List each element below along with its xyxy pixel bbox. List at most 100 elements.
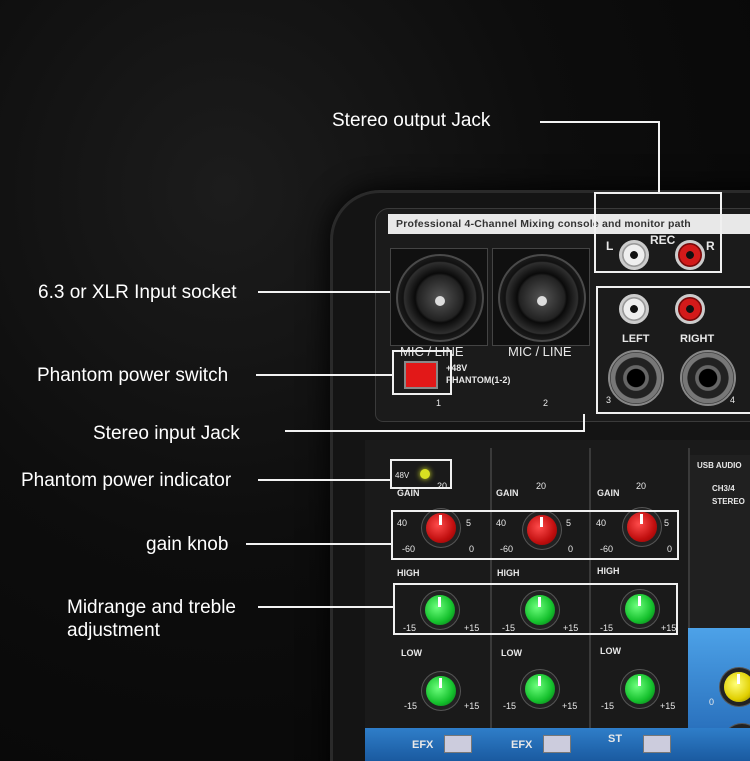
gain-knob-1[interactable] (426, 513, 456, 543)
input-socket-line (258, 291, 390, 293)
xlr-input-socket-2[interactable] (498, 254, 586, 342)
efx-label-2: EFX (511, 739, 533, 751)
channel-divider-1 (490, 448, 492, 748)
low-max-2: +15 (562, 701, 578, 711)
low-max-1: +15 (464, 701, 480, 711)
gain-knob-line (246, 543, 391, 545)
efx-button-1[interactable] (444, 735, 472, 753)
gain-max-2: 20 (536, 481, 547, 491)
efx-button-2[interactable] (543, 735, 571, 753)
gain-m60-3: -60 (600, 544, 614, 554)
header-text: Professional 4-Channel Mixing console an… (396, 218, 691, 230)
stereo-input-label: Stereo input Jack (93, 423, 240, 444)
phantom-power-led (420, 469, 430, 479)
st-label: ST (608, 733, 623, 745)
low-min-1: -15 (404, 701, 418, 711)
gain-m60-1: -60 (402, 544, 416, 554)
phantom-switch-label: Phantom power switch (37, 365, 229, 386)
phantom-indicator-line (258, 479, 390, 481)
gain-knob-2[interactable] (527, 515, 557, 545)
stereo-input-line-h (285, 430, 585, 432)
gain-0-1: 0 (469, 544, 475, 554)
phantom-indicator-label: Phantom power indicator (21, 470, 232, 491)
stereo-in-right-rca[interactable] (675, 294, 705, 324)
stereo-output-line-h (540, 121, 660, 123)
stereo-input-line-v (583, 414, 585, 432)
channel-divider-2 (589, 448, 591, 748)
gain-5-2: 5 (566, 518, 572, 528)
led-48v-label: 48V (395, 471, 410, 480)
phantom-48v-label: +48V (446, 363, 468, 373)
stereo-in-left-rca[interactable] (619, 294, 649, 324)
usb-audio-label: USB AUDIO (697, 461, 742, 470)
gain-label-3: GAIN (597, 488, 620, 498)
gain-knob-highlight (391, 510, 679, 560)
phantom-switch-highlight (392, 350, 452, 395)
gain-5-3: 5 (664, 518, 670, 528)
stereo-output-label: Stereo output Jack (332, 110, 491, 131)
gain-m60-2: -60 (500, 544, 514, 554)
low-min-2: -15 (503, 701, 517, 711)
channel-1-label: 1 (436, 398, 442, 408)
gain-5-1: 5 (466, 518, 472, 528)
channel-divider-3 (688, 448, 690, 748)
low-knob-3[interactable] (625, 674, 655, 704)
high-knob-2[interactable] (525, 595, 555, 625)
high-knob-3[interactable] (625, 594, 655, 624)
input-socket-label: 6.3 or XLR Input socket (38, 282, 237, 303)
left-label: LEFT (622, 333, 650, 345)
stereo-output-highlight (594, 192, 722, 273)
stereo-input-jack-left[interactable] (608, 350, 664, 406)
gain-label-1: GAIN (397, 488, 420, 498)
low-label-3: LOW (600, 646, 621, 656)
low-knob-1[interactable] (426, 676, 456, 706)
high-min-3: -15 (600, 623, 614, 633)
high-max-2: +15 (563, 623, 579, 633)
phantom-power-switch[interactable] (404, 361, 438, 389)
stereo-input-jack-right[interactable] (680, 350, 736, 406)
high-knob-1[interactable] (425, 595, 455, 625)
low-label-1: LOW (401, 648, 422, 658)
stereo-output-line-v (658, 121, 660, 192)
rec-right-rca[interactable] (675, 240, 705, 270)
low-knob-2[interactable] (525, 674, 555, 704)
mic-line-label-2: MIC / LINE (508, 344, 572, 359)
rec-l-label: L (606, 239, 614, 253)
gain-knob-label: gain knob (146, 534, 229, 555)
gain-max-3: 20 (636, 481, 647, 491)
phantom-label: PHANTOM(1-2) (446, 375, 511, 385)
low-label-2: LOW (501, 648, 522, 658)
eq-knob-highlight (393, 583, 678, 635)
st-button[interactable] (643, 735, 671, 753)
rec-left-rca[interactable] (619, 240, 649, 270)
gain-40-2: 40 (496, 518, 507, 528)
gain-40-1: 40 (397, 518, 408, 528)
high-max-1: +15 (464, 623, 480, 633)
efx-label-1: EFX (412, 739, 434, 751)
master-knob-yellow[interactable] (724, 672, 750, 702)
channel-4-label: 4 (730, 395, 736, 405)
high-label-1: HIGH (397, 568, 420, 578)
rec-r-label: R (706, 239, 715, 253)
header-strip: Professional 4-Channel Mixing console an… (388, 214, 750, 234)
high-max-3: +15 (661, 623, 677, 633)
mid-treble-line (258, 606, 393, 608)
right-label: RIGHT (680, 333, 715, 345)
high-min-1: -15 (403, 623, 417, 633)
channel-2-label: 2 (543, 398, 549, 408)
gain-0-3: 0 (667, 544, 673, 554)
mid-treble-label: Midrange and treble adjustment (67, 597, 236, 641)
high-min-2: -15 (502, 623, 516, 633)
xlr-input-socket-1[interactable] (396, 254, 484, 342)
gain-label-2: GAIN (496, 488, 519, 498)
gain-knob-3[interactable] (627, 512, 657, 542)
phantom-led-highlight (390, 459, 452, 489)
low-min-3: -15 (601, 701, 615, 711)
high-label-2: HIGH (497, 568, 520, 578)
rec-label: REC (650, 233, 676, 247)
gain-0-2: 0 (568, 544, 574, 554)
gain-40-3: 40 (596, 518, 607, 528)
high-label-3: HIGH (597, 566, 620, 576)
channel-3-label: 3 (606, 395, 612, 405)
